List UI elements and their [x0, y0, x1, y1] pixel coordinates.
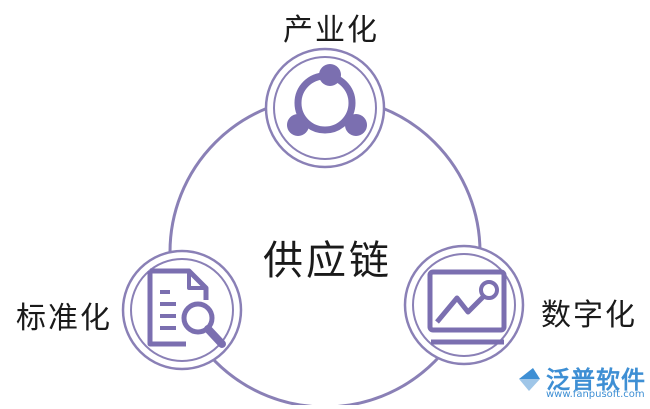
- node-left: [121, 249, 243, 371]
- node-right: [403, 244, 525, 366]
- share-icon: [287, 64, 367, 136]
- document-search-icon: [147, 268, 226, 348]
- watermark-url: www.fanpusoft.com: [546, 389, 645, 400]
- node-label-top: 产业化: [283, 13, 379, 48]
- node-label-left: 标准化: [16, 301, 112, 336]
- line-chart-monitor-icon: [427, 269, 507, 345]
- node-label-right: 数字化: [541, 298, 637, 333]
- node-top: [264, 47, 386, 169]
- watermark-brand: 泛普软件: [546, 366, 646, 394]
- center-label: 供应链: [263, 238, 392, 284]
- brand-logo-icon: [519, 368, 540, 391]
